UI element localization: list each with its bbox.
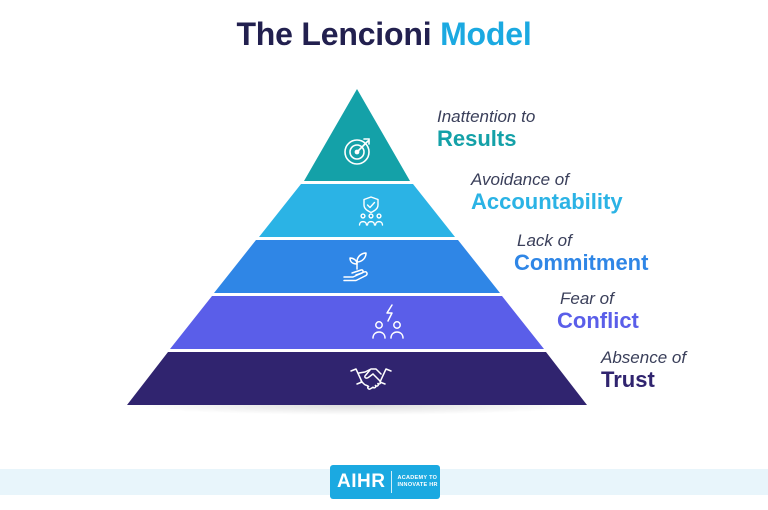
target-icon	[344, 138, 370, 165]
label-conflict-prefix: Fear of	[560, 289, 614, 308]
logo-tagline: ACADEMY TO INNOVATE HR	[392, 475, 437, 489]
label-accountability-prefix: Avoidance of	[471, 170, 569, 189]
handshake-icon	[350, 368, 392, 390]
label-conflict-name: Conflict	[557, 308, 639, 333]
pyramid-level-results	[304, 89, 410, 181]
page-title: The Lencioni Model	[0, 16, 768, 53]
title-part-1: The Lencioni	[236, 16, 432, 52]
label-accountability: Avoidance of Accountability	[471, 171, 623, 213]
logo-tagline-line1: ACADEMY TO	[397, 475, 438, 482]
conflict-people-icon	[372, 304, 404, 339]
aihr-logo: AIHR ACADEMY TO INNOVATE HR	[330, 465, 440, 499]
label-trust-prefix: Absence of	[601, 348, 687, 367]
label-accountability-name: Accountability	[471, 189, 623, 214]
label-commitment: Lack of Commitment	[514, 232, 648, 274]
label-trust: Absence of Trust	[601, 349, 686, 391]
label-results: Inattention to Results	[437, 108, 535, 150]
label-results-prefix: Inattention to	[437, 107, 536, 126]
hand-plant-icon	[343, 252, 368, 282]
logo-tagline-line2: INNOVATE HR	[397, 482, 438, 488]
pyramid-level-trust	[127, 352, 587, 405]
label-trust-name: Trust	[601, 367, 655, 392]
pyramid-level-accountability	[259, 184, 455, 237]
label-commitment-prefix: Lack of	[517, 231, 572, 250]
label-results-name: Results	[437, 126, 517, 151]
team-shield-icon	[358, 196, 384, 226]
pyramid-level-conflict	[170, 296, 544, 349]
logo-divider	[391, 471, 393, 493]
logo-brand: AIHR	[337, 471, 386, 492]
label-conflict: Fear of Conflict	[557, 290, 639, 332]
title-part-2: Model	[440, 16, 532, 52]
label-commitment-name: Commitment	[514, 250, 649, 275]
